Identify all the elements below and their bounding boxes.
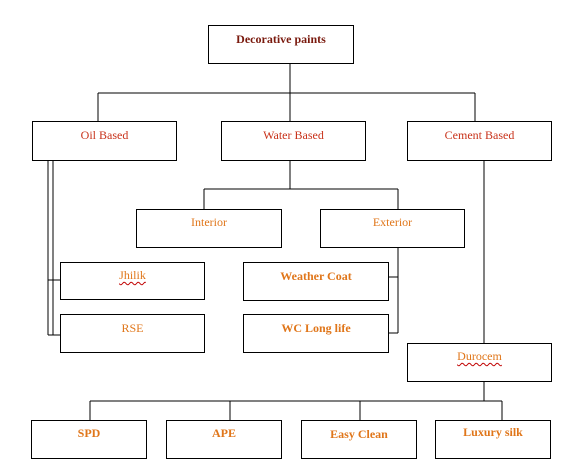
wc-long-life-node: WC Long life: [243, 314, 389, 353]
durocem-label: Durocem: [457, 349, 502, 363]
water-based-node: Water Based: [221, 121, 366, 161]
rse-label: RSE: [121, 321, 144, 335]
water-based-label: Water Based: [263, 128, 324, 142]
easy-clean-label: Easy Clean: [330, 427, 388, 441]
luxury-silk-node: Luxury silk: [435, 420, 551, 459]
cement-based-node: Cement Based: [407, 121, 552, 161]
luxury-silk-label: Luxury silk: [463, 425, 523, 439]
exterior-node: Exterior: [320, 209, 465, 248]
jhilik-node: Jhilik: [60, 262, 205, 300]
exterior-label: Exterior: [372, 215, 413, 229]
root-node: Decorative paints: [208, 25, 354, 64]
oil-based-label: Oil Based: [80, 128, 129, 142]
spd-node: SPD: [31, 420, 147, 459]
rse-node: RSE: [60, 314, 205, 353]
ape-node: APE: [166, 420, 282, 459]
weather-coat-label: Weather Coat: [280, 269, 352, 283]
weather-coat-node: Weather Coat: [243, 262, 389, 301]
durocem-node: Durocem: [407, 343, 552, 382]
cement-based-label: Cement Based: [444, 128, 515, 142]
easy-clean-node: Easy Clean: [301, 420, 417, 459]
interior-node: Interior: [136, 209, 282, 248]
interior-label: Interior: [191, 215, 227, 229]
spd-label: SPD: [77, 426, 101, 440]
root-label: Decorative paints: [236, 32, 326, 46]
ape-label: APE: [212, 426, 236, 440]
oil-based-node: Oil Based: [32, 121, 177, 161]
wc-long-life-label: WC Long life: [281, 321, 351, 335]
jhilik-label: Jhilik: [119, 268, 146, 282]
